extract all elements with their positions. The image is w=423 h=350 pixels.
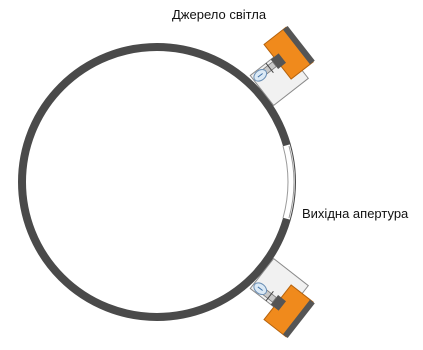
top-light-source-port xyxy=(249,25,315,107)
exit-aperture xyxy=(278,144,295,220)
exit-aperture-label: Вихідна апертура xyxy=(302,206,409,221)
bottom-lamp-icon xyxy=(253,282,286,311)
top-lamp-icon xyxy=(253,53,286,82)
bottom-light-source-port xyxy=(249,257,315,339)
sphere-wall xyxy=(18,43,296,321)
light-source-label: Джерело світла xyxy=(172,7,267,22)
